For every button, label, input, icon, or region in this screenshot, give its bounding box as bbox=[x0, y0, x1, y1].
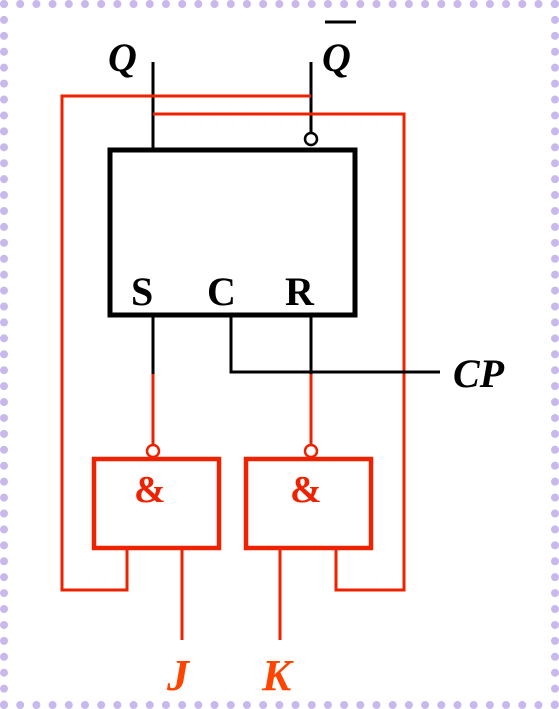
right-gate-symbol: & bbox=[290, 469, 322, 511]
r-label: R bbox=[285, 269, 315, 314]
qbar-inversion-bubble bbox=[303, 131, 319, 147]
right-and-gate bbox=[243, 456, 374, 551]
clock-line bbox=[229, 315, 440, 374]
left-gate-symbol: & bbox=[134, 469, 166, 511]
q-label: Q bbox=[108, 35, 137, 80]
s-label: S bbox=[131, 269, 153, 314]
j-label: J bbox=[166, 651, 191, 700]
k-label: K bbox=[261, 651, 294, 700]
right-gate-bubble bbox=[303, 443, 319, 459]
cp-label: CP bbox=[453, 351, 505, 396]
c-label: C bbox=[207, 269, 236, 314]
left-gate-bubble bbox=[145, 443, 161, 459]
feedback-q-to-k-gate bbox=[153, 112, 406, 592]
q-bar-label: Q bbox=[322, 35, 351, 80]
feedback-qbar-to-j-gate bbox=[60, 94, 311, 592]
left-and-gate bbox=[91, 456, 222, 551]
